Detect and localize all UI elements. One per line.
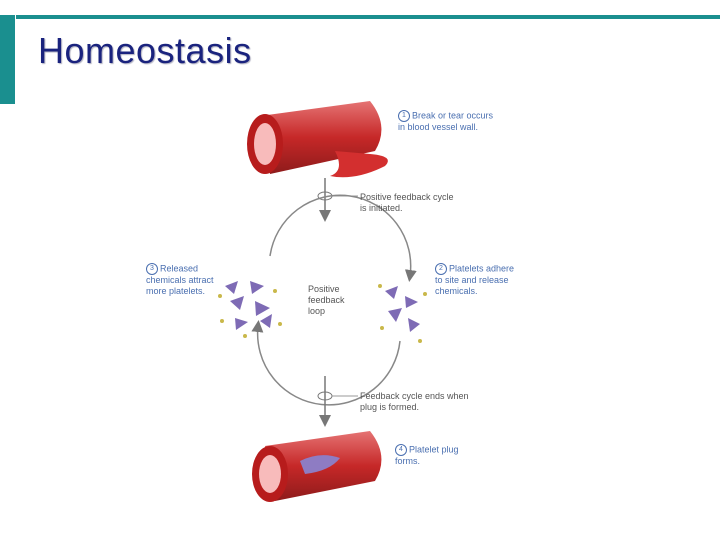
chemicals-right	[378, 284, 427, 343]
loop-arrow-right	[269, 194, 417, 282]
torn-vessel	[247, 101, 388, 178]
side-accent-bar	[0, 15, 15, 104]
chemicals-left	[218, 289, 282, 338]
plugged-vessel	[252, 431, 382, 502]
cycle-initiated-label: Positive feedback cycle is initiated.	[360, 192, 454, 213]
loop-label: Positive feedback loop	[308, 284, 345, 316]
platelets-left	[225, 281, 272, 330]
diagram-graphics	[218, 101, 427, 502]
top-accent-bar	[16, 15, 720, 19]
slide-title: Homeostasis	[38, 30, 252, 71]
loop-arrow-left	[251, 320, 401, 406]
cycle-ends-label: Feedback cycle ends when plug is formed.	[360, 391, 469, 412]
platelets-right	[385, 286, 420, 332]
